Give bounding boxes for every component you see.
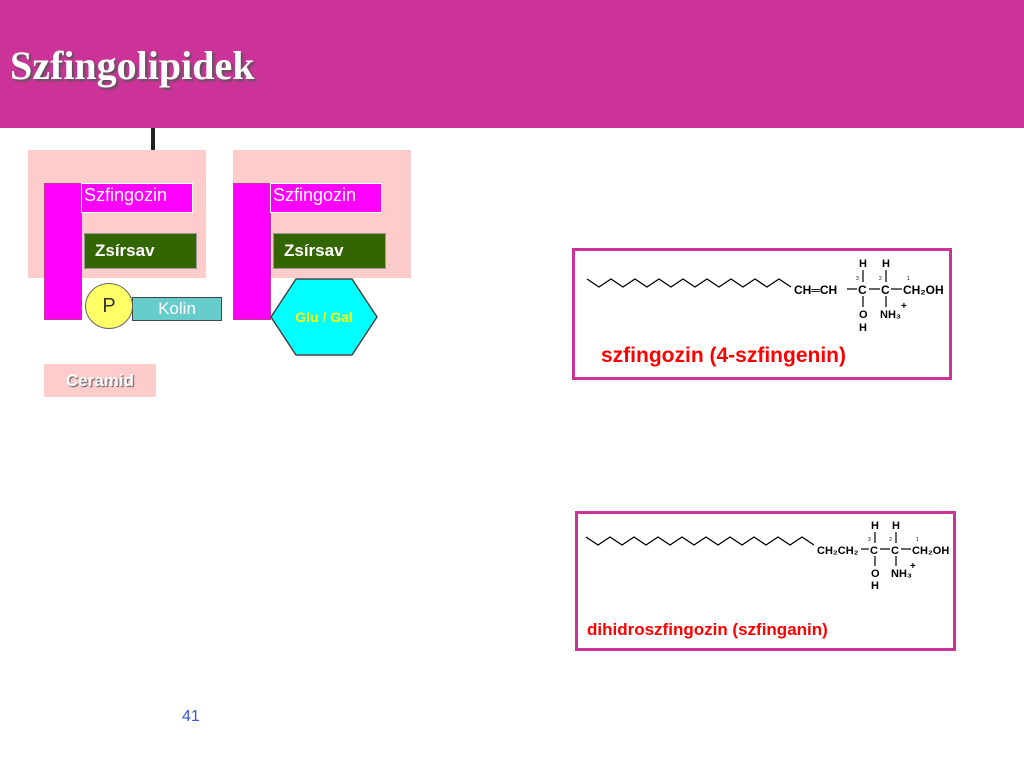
sphingosine-formula-box: CH═CH C C CH₂OH H H 3 2 1 O H NH₃ + szfi… [572,248,952,380]
dihydro-oh-h: H [871,580,879,592]
sphingosine-chain-text: CH═CH [794,283,837,297]
dihydro-c3: C [870,545,878,557]
left-choline-block: Kolin [132,297,222,321]
dihydro-c3-num: 3 [868,537,871,543]
sphingosine-c2: C [881,283,890,297]
sugar-label: Glu / Gal [295,309,353,325]
left-phosphate-circle: P [85,283,133,329]
dihydrosphingosine-structure: CH₂CH₂ C C CH₂OH H H 3 2 1 O H NH₃ + [585,520,949,592]
page-number: 41 [182,708,200,725]
sphingosine-c2-h: H [882,258,890,270]
sphingosine-caption: szfingozin (4-szfingenin) [601,344,846,367]
dihydrosphingosine-caption: dihidroszfingozin (szfinganin) [587,620,828,639]
sphingosine-structure: CH═CH C C CH₂OH H H 3 2 1 O H NH₃ + [586,258,944,334]
dihydrosphingosine-formula-box: CH₂CH₂ C C CH₂OH H H 3 2 1 O H NH₃ + dih… [575,511,956,651]
right-sphingosine-backbone-vertical [233,183,271,320]
left-sphingosine-backbone-vertical [44,183,82,320]
right-sphingosine-label: Szfingozin [270,183,382,213]
sphingosine-c3: C [858,283,867,297]
dihydro-nh3: NH₃ [891,568,912,580]
left-sphingosine-label: Szfingozin [81,183,193,213]
dihydro-oh-o: O [871,568,880,580]
sphingosine-nh3: NH₃ [880,309,901,321]
sphingosine-c2-num: 2 [879,276,882,282]
right-fatty-acid-block: Zsírsav [273,233,386,269]
sphingosine-c1: CH₂OH [903,283,944,297]
dihydro-plus: + [910,561,916,572]
dihydro-c1: CH₂OH [912,545,949,557]
dihydro-chain-text: CH₂CH₂ [817,545,859,557]
sphingosine-oh-o: O [859,309,868,321]
dihydro-c1-num: 1 [916,537,919,543]
slide-header: Szfingolipidek [0,0,1024,128]
dihydro-c2-num: 2 [889,537,892,543]
sphingosine-c1-num: 1 [907,276,910,282]
sphingosine-c3-num: 3 [856,276,859,282]
dihydro-c3-h: H [871,520,879,532]
dihydro-c2: C [891,545,899,557]
sphingosine-c3-h: H [859,258,867,270]
sphingosine-plus: + [901,301,907,312]
slide-title: Szfingolipidek [10,43,255,88]
dihydro-c2-h: H [892,520,900,532]
ceramide-label: Ceramid [44,364,156,397]
sugar-hexagon: Glu / Gal [270,278,378,356]
left-fatty-acid-block: Zsírsav [84,233,197,269]
sphingosine-oh-h: H [859,322,867,334]
